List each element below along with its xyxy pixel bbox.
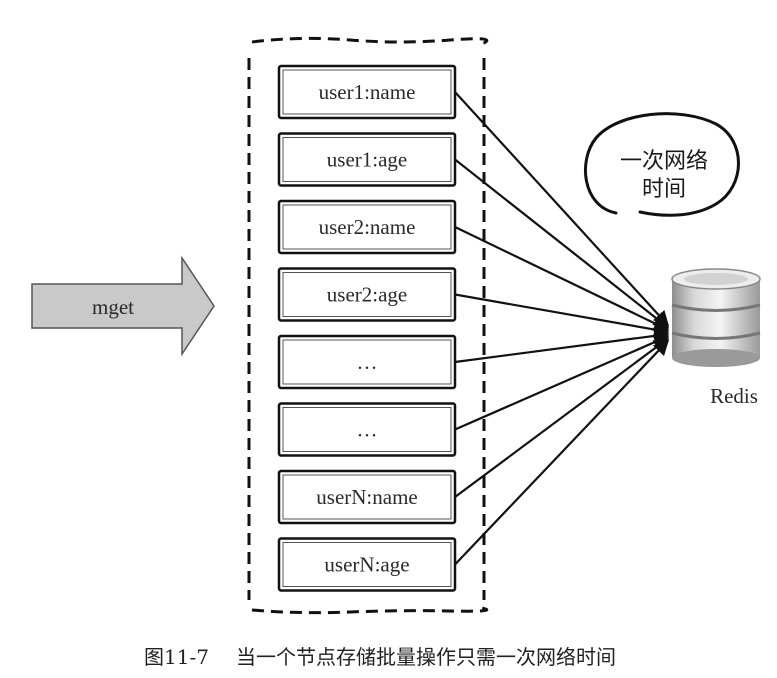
key-box-inner-frame	[282, 542, 452, 587]
request-arrow	[454, 293, 670, 338]
key-label: userN:name	[316, 485, 417, 509]
key-box: userN:name	[277, 469, 457, 525]
caption-number: 图11-7	[144, 645, 209, 669]
key-box: userN:age	[277, 537, 457, 592]
batch-container	[247, 36, 489, 615]
note-line-1: 一次网络	[620, 149, 708, 174]
key-label: userN:age	[324, 553, 409, 577]
caption-text: 当一个节点存储批量操作只需一次网络时间	[236, 645, 616, 669]
key-box-inner-frame	[282, 474, 452, 520]
key-box: …	[277, 402, 457, 457]
key-box-inner-frame	[282, 69, 452, 115]
batch-container-bottom-border	[251, 606, 489, 615]
key-list: user1:name user1:age user2:name user2:age … ……	[277, 64, 457, 592]
key-label: user2:age	[327, 283, 407, 307]
mget-command-arrow: mget	[31, 255, 215, 357]
key-box: user2:name	[277, 199, 457, 255]
key-box-inner-frame	[282, 204, 452, 250]
note-bubble-outline	[583, 112, 740, 217]
request-arrow	[454, 337, 670, 498]
key-box: user1:age	[277, 132, 457, 187]
key-box: user2:age	[277, 267, 457, 322]
key-box-inner-frame	[282, 137, 452, 182]
key-box-inner-frame	[282, 272, 452, 317]
request-arrow	[454, 328, 670, 364]
key-box: …	[277, 334, 457, 390]
redis-database-icon	[671, 268, 761, 367]
request-arrow	[454, 334, 670, 431]
request-arrows	[454, 91, 670, 566]
key-box-inner-frame	[282, 407, 452, 452]
key-label: user1:age	[327, 148, 407, 172]
key-label: …	[357, 418, 378, 442]
request-arrow	[454, 91, 670, 327]
batch-container-top-border	[251, 36, 489, 46]
mget-arrow-shape	[31, 255, 215, 357]
redis-label: Redis	[710, 384, 758, 408]
mget-label: mget	[92, 295, 134, 319]
key-label: user2:name	[319, 215, 416, 239]
key-label: user1:name	[319, 80, 416, 104]
figure-caption: 图11-7 当一个节点存储批量操作只需一次网络时间	[144, 645, 616, 669]
key-box: user1:name	[277, 64, 457, 120]
note-line-2: 时间	[642, 177, 686, 202]
request-arrow	[454, 339, 670, 566]
network-time-note: 一次网络 时间	[583, 112, 740, 217]
key-box-inner-frame	[282, 339, 452, 385]
request-arrow	[454, 158, 670, 329]
request-arrow	[454, 226, 670, 331]
key-label: …	[357, 350, 378, 374]
